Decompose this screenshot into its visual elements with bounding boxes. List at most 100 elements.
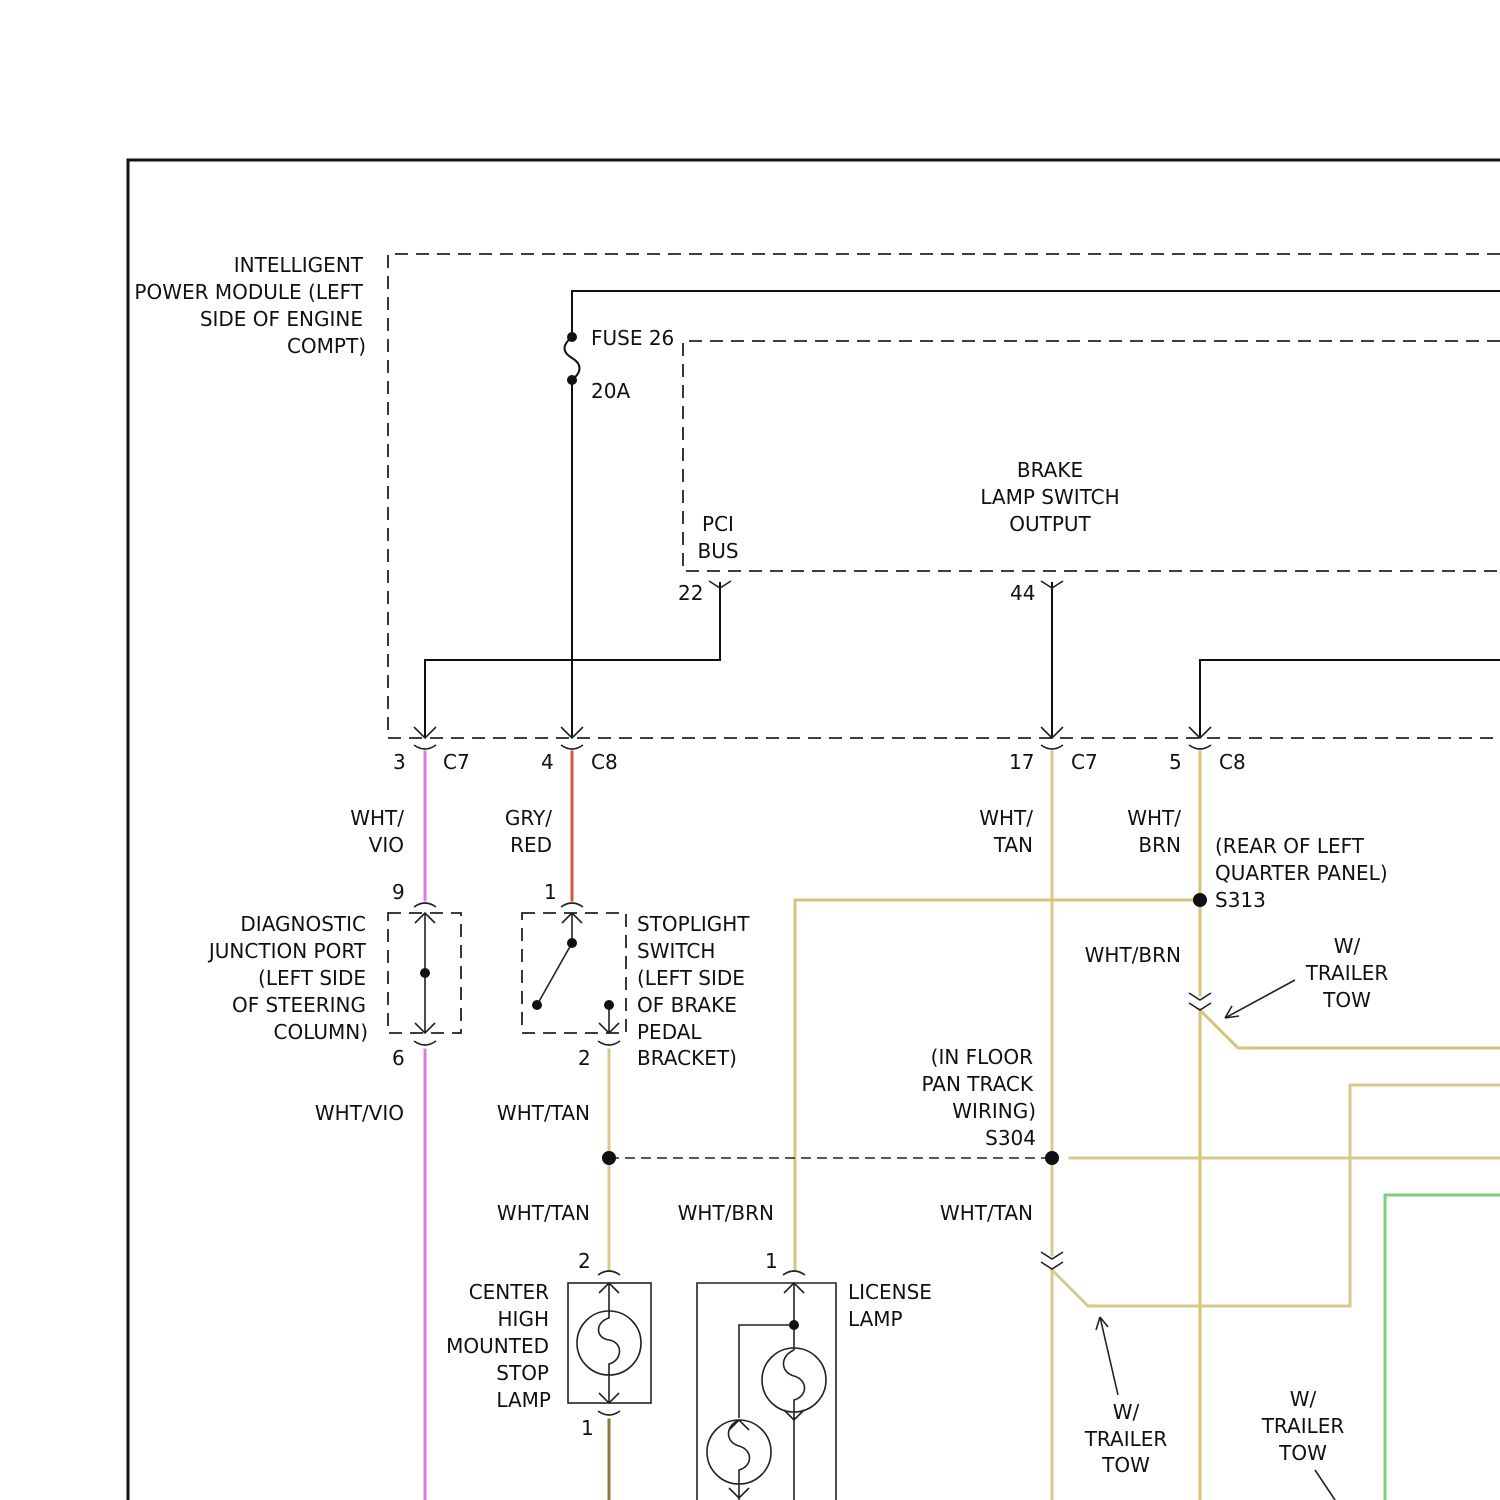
pin-9: 9	[392, 880, 405, 904]
pin-2-stoplight: 2	[578, 1046, 591, 1070]
splice-s313-dot	[1193, 893, 1207, 907]
chmsl-label-3: MOUNTED	[446, 1334, 549, 1358]
fuse-feed-wire	[572, 291, 1500, 337]
stoplight-label-5: PEDAL	[637, 1020, 702, 1044]
ipm-label-3: SIDE OF ENGINE	[200, 307, 363, 331]
pin-2-chmsl: 2	[578, 1249, 591, 1273]
license-label-1: LICENSE	[848, 1280, 932, 1304]
stoplight-switch-contacts	[537, 913, 619, 1033]
wire-label-wht-brn-low: WHT/BRN	[678, 1201, 774, 1225]
wire-label-wht-tan-b: WHT/TAN	[497, 1201, 590, 1225]
wire-green	[1385, 1195, 1500, 1500]
diag-port-label-1: DIAGNOSTIC	[240, 912, 366, 936]
chmsl-label-1: CENTER	[469, 1280, 549, 1304]
diag-port-label-4: OF STEERING	[232, 993, 366, 1017]
fuse-name: FUSE 26	[591, 326, 674, 350]
connector-c7-b: C7	[1071, 750, 1098, 774]
pci-bus-label-1: PCI	[702, 512, 734, 536]
wire-label-wht-tan-a: WHT/TAN	[497, 1101, 590, 1125]
trailer-tow-1-line-3: TOW	[1322, 988, 1371, 1012]
cup-c8-5	[1189, 745, 1211, 749]
wire-label-wht-vio-1: WHT/	[350, 806, 404, 830]
trailer-tow-2-line-1: W/	[1113, 1400, 1140, 1424]
license-node	[789, 1320, 799, 1330]
wire-label-wht-tan-1: WHT/	[979, 806, 1033, 830]
wire-label-wht-brn-right: WHT/BRN	[1085, 943, 1181, 967]
wire-label-wht-tan-c: WHT/TAN	[940, 1201, 1033, 1225]
fuse-terminal-top	[567, 332, 577, 342]
license-filament-2	[729, 1420, 750, 1500]
stoplight-switch-box	[522, 913, 626, 1033]
trailer-pointer-3	[1315, 1470, 1335, 1500]
s313-location-1: (REAR OF LEFT	[1215, 834, 1365, 858]
stoplight-top-cup	[561, 903, 583, 907]
license-lamp-wiring	[739, 1283, 804, 1418]
stoplight-pivot	[567, 938, 577, 948]
diag-port-label-2: JUNCTION PORT	[207, 939, 367, 963]
brake-output-label-3: OUTPUT	[1009, 512, 1091, 536]
s304-label: S304	[985, 1126, 1036, 1150]
pin-3: 3	[393, 750, 406, 774]
trailer-tow-3-line-1: W/	[1290, 1387, 1317, 1411]
wire-label-wht-brn-1: WHT/	[1127, 806, 1181, 830]
stoplight-label-2: SWITCH	[637, 939, 715, 963]
stoplight-contact-right	[604, 1000, 614, 1010]
c8-pin5-internal-wire	[1200, 660, 1500, 738]
s313-location-2: QUARTER PANEL)	[1215, 861, 1388, 885]
trailer-tow-1-line-1: W/	[1334, 934, 1361, 958]
pin-6: 6	[392, 1046, 405, 1070]
diag-port-label-5: COLUMN)	[273, 1020, 368, 1044]
cup-c8-4	[561, 745, 583, 749]
connector-c8-a: C8	[591, 750, 618, 774]
trailer-tow-3-line-3: TOW	[1278, 1441, 1327, 1465]
ipm-housing	[388, 254, 1500, 738]
chmsl-label-4: STOP	[496, 1361, 549, 1385]
trailer-pointer-2	[1096, 1317, 1118, 1395]
s313-label: S313	[1215, 888, 1266, 912]
diag-port-node	[420, 968, 430, 978]
s304-location-1: (IN FLOOR	[931, 1045, 1033, 1069]
pin-1-license: 1	[765, 1249, 778, 1273]
wire-label-wht-tan-2: TAN	[993, 833, 1033, 857]
brake-output-label-1: BRAKE	[1017, 458, 1083, 482]
diag-port-label-3: (LEFT SIDE	[258, 966, 366, 990]
chmsl-label-5: LAMP	[496, 1388, 551, 1412]
stoplight-label-1: STOPLIGHT	[637, 912, 750, 936]
chmsl-label-2: HIGH	[498, 1307, 549, 1331]
trailer-tow-1-line-2: TRAILER	[1305, 961, 1389, 985]
pin-5: 5	[1169, 750, 1182, 774]
pin-4: 4	[541, 750, 554, 774]
ipm-label-1: INTELLIGENT	[234, 253, 364, 277]
brake-output-label-2: LAMP SWITCH	[980, 485, 1119, 509]
stoplight-bottom-cup	[598, 1041, 620, 1045]
splice-stoplight-dot	[602, 1151, 616, 1165]
stoplight-label-6: BRACKET)	[637, 1046, 737, 1070]
diagram-frame	[128, 160, 1500, 1500]
trailer-tow-2-line-3: TOW	[1101, 1453, 1150, 1477]
chmsl-filament	[599, 1283, 620, 1403]
wire-label-wht-vio-low: WHT/VIO	[315, 1101, 404, 1125]
s304-location-3: WIRING)	[952, 1099, 1036, 1123]
ipm-label-2: POWER MODULE (LEFT	[134, 280, 363, 304]
connector-c8-b: C8	[1219, 750, 1246, 774]
pin-1-chmsl: 1	[581, 1416, 594, 1440]
pci-bus-label-2: BUS	[697, 539, 738, 563]
wire-trailer-tow-1	[1200, 1010, 1500, 1048]
stoplight-label-4: OF BRAKE	[637, 993, 737, 1017]
stoplight-contact-left	[532, 1000, 542, 1010]
trailer-pointer-1	[1225, 980, 1295, 1018]
pin-44: 44	[1010, 581, 1035, 605]
fuse-rating: 20A	[591, 379, 630, 403]
stoplight-label-3: (LEFT SIDE	[637, 966, 745, 990]
license-top-cup	[783, 1271, 805, 1275]
ipm-logic-box	[683, 341, 1500, 571]
wire-label-wht-brn-2: BRN	[1138, 833, 1181, 857]
wire-label-gry-red-2: RED	[510, 833, 552, 857]
chmsl-top-cup	[598, 1271, 620, 1275]
license-filament-1	[784, 1350, 805, 1500]
splice-s304-dot	[1045, 1151, 1059, 1165]
diag-port-bottom-cup	[414, 1041, 436, 1045]
pin-1-stoplight: 1	[544, 880, 557, 904]
s304-location-2: PAN TRACK	[922, 1072, 1034, 1096]
